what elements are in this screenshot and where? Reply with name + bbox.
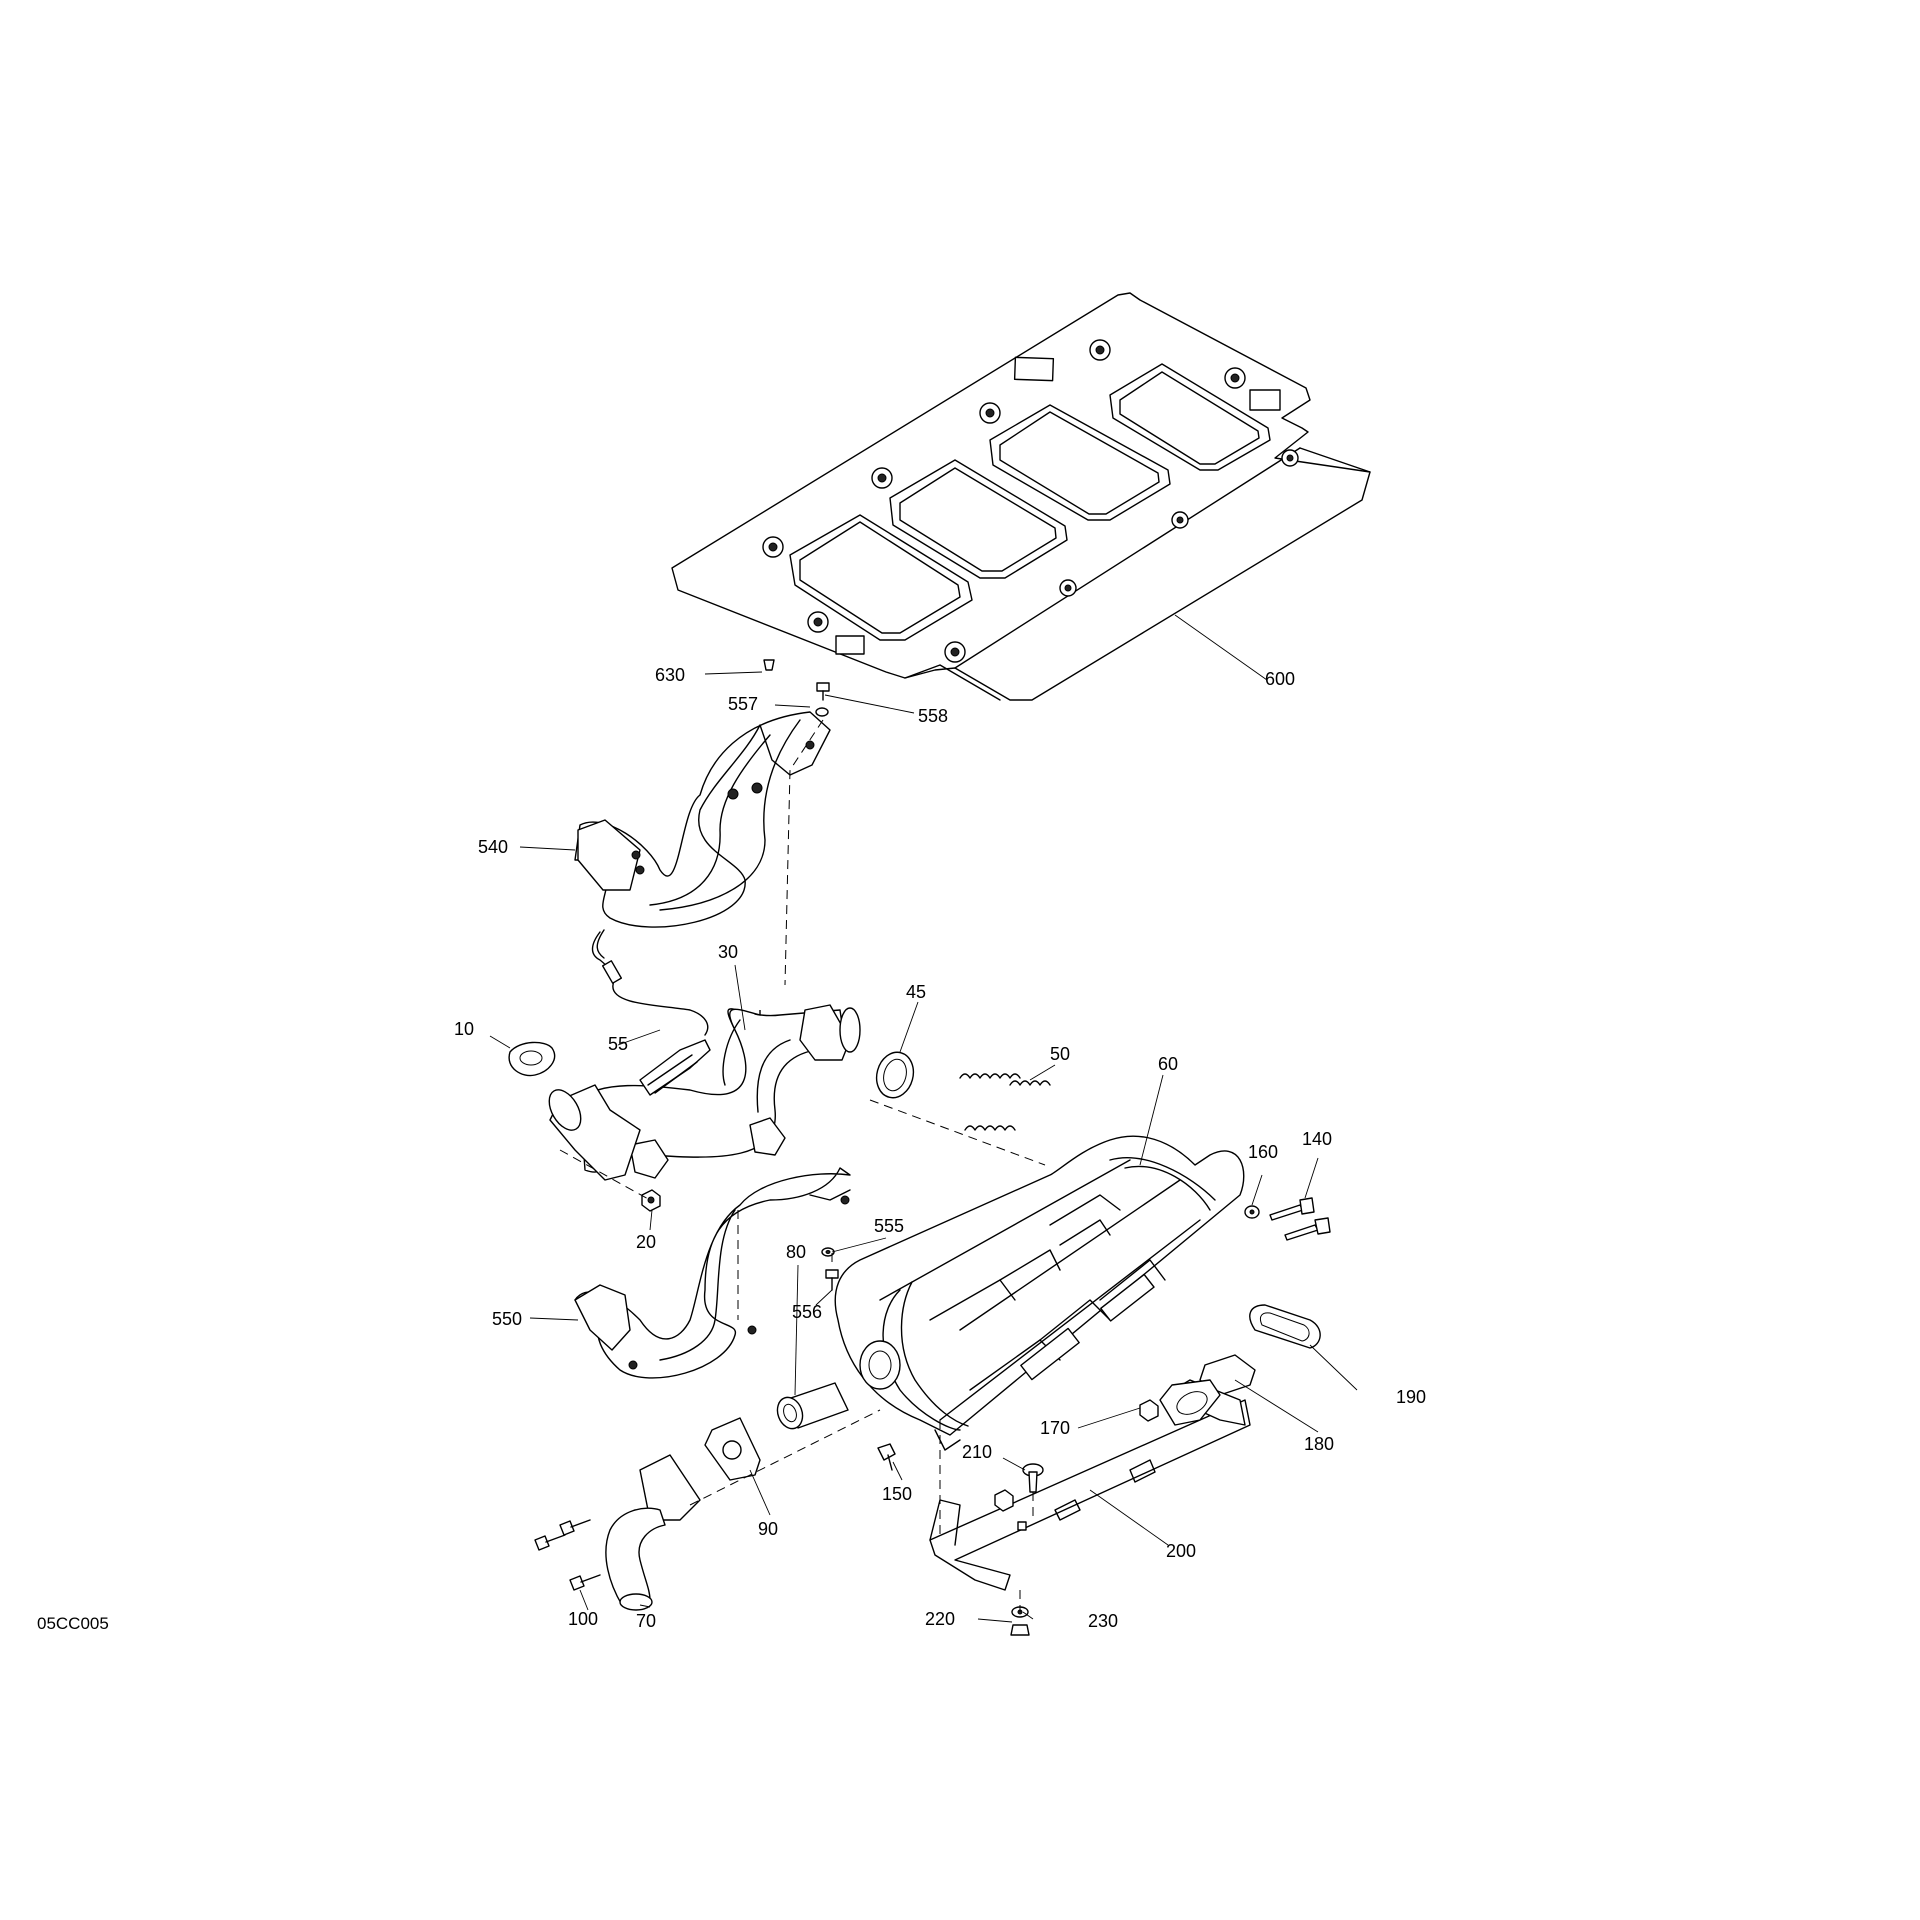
exhaust-pipe[interactable] — [543, 1004, 861, 1181]
callout-20: 20 — [636, 1232, 656, 1252]
nut-icon[interactable] — [641, 1189, 661, 1212]
nut-icon[interactable] — [1010, 1624, 1030, 1636]
screw-icon[interactable] — [825, 1269, 839, 1291]
washer-icon[interactable] — [1244, 1205, 1260, 1219]
grommet-icon — [762, 339, 1299, 663]
heat-shield-plate[interactable] — [671, 292, 1371, 701]
callout-558: 558 — [918, 706, 948, 726]
diagram-code: 05CC005 — [37, 1614, 109, 1633]
callout-80: 80 — [786, 1242, 806, 1262]
callout-550: 550 — [492, 1309, 522, 1329]
upper-heat-shield[interactable] — [574, 711, 831, 928]
callout-600: 600 — [1265, 669, 1295, 689]
rubber-grommet[interactable] — [1249, 1304, 1321, 1349]
callout-630: 630 — [655, 665, 685, 685]
lower-heat-shield[interactable] — [574, 1167, 851, 1379]
callout-140: 140 — [1302, 1129, 1332, 1149]
spring-icon[interactable] — [959, 1073, 1051, 1131]
callout-210: 210 — [962, 1442, 992, 1462]
callout-230: 230 — [1088, 1611, 1118, 1631]
gasket-icon[interactable] — [508, 1041, 556, 1077]
nut-icon[interactable] — [994, 1399, 1159, 1512]
callout-557: 557 — [728, 694, 758, 714]
muffler-ribs — [929, 1194, 1166, 1391]
bolt-icon[interactable] — [534, 1519, 601, 1591]
callout-170: 170 — [1040, 1418, 1070, 1438]
callout-180: 180 — [1304, 1434, 1334, 1454]
oxygen-sensor[interactable] — [591, 929, 711, 1096]
callout-100: 100 — [568, 1609, 598, 1629]
leader-lines — [489, 614, 1358, 1623]
callout-190: 190 — [1396, 1387, 1426, 1407]
bolt-icon[interactable] — [1269, 1197, 1331, 1241]
callout-555: 555 — [874, 1216, 904, 1236]
callout-220: 220 — [925, 1609, 955, 1629]
callout-150: 150 — [882, 1484, 912, 1504]
push-rivet-icon[interactable] — [1022, 1463, 1044, 1493]
callout-55: 55 — [608, 1034, 628, 1054]
bolt-icon[interactable] — [877, 1443, 896, 1471]
callout-50: 50 — [1050, 1044, 1070, 1064]
exhaust-sleeve[interactable] — [773, 1382, 849, 1432]
callout-10: 10 — [454, 1019, 474, 1039]
flange-gasket[interactable] — [704, 1417, 761, 1481]
muffler[interactable] — [834, 1135, 1245, 1451]
muffler-bracket[interactable] — [929, 1379, 1251, 1591]
callout-60: 60 — [1158, 1054, 1178, 1074]
callout-45: 45 — [906, 982, 926, 1002]
screw-icon[interactable] — [763, 659, 830, 717]
callout-30: 30 — [718, 942, 738, 962]
callout-540: 540 — [478, 837, 508, 857]
callout-556: 556 — [792, 1302, 822, 1322]
assembly-axis-lines — [559, 719, 1046, 1612]
callout-70: 70 — [636, 1611, 656, 1631]
callout-90: 90 — [758, 1519, 778, 1539]
callout-160: 160 — [1248, 1142, 1278, 1162]
washer-icon[interactable] — [821, 1247, 835, 1257]
callout-labels: 630 557 558 600 540 30 10 55 45 50 60 16… — [37, 665, 1426, 1633]
callout-200: 200 — [1166, 1541, 1196, 1561]
tailpipe[interactable] — [605, 1454, 701, 1611]
exhaust-ring[interactable] — [872, 1048, 919, 1102]
